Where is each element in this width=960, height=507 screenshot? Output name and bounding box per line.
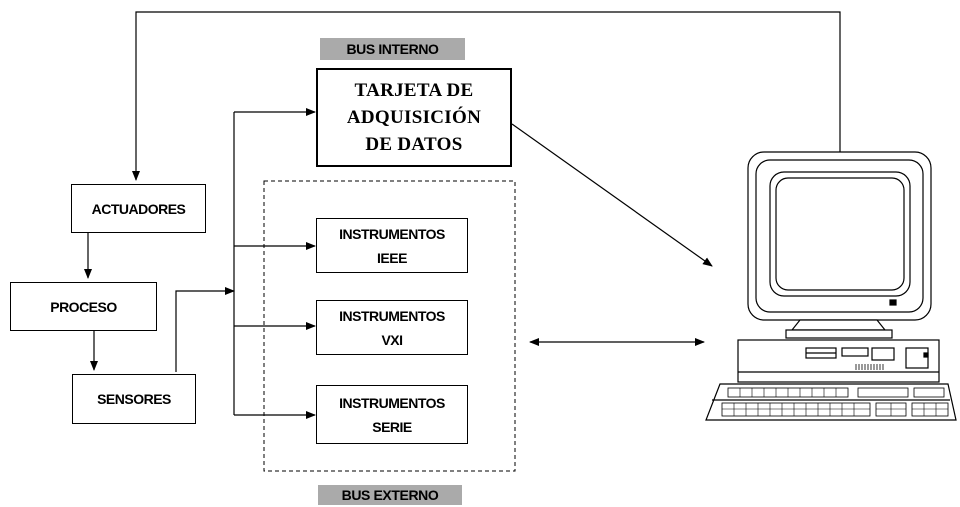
- instrumentos-ieee-line-2: IEEE: [377, 249, 407, 266]
- feedback-line: [132, 11, 841, 181]
- tarjeta-line-1: TARJETA DE: [354, 80, 474, 101]
- instrumentos-vxi-line-1: INSTRUMENTOS: [339, 307, 445, 324]
- instrumentos-vxi-box: INSTRUMENTOS VXI: [316, 300, 468, 355]
- instrumentos-serie-line-1: INSTRUMENTOS: [339, 394, 445, 411]
- bus-externo-label: BUS EXTERNO: [318, 485, 462, 505]
- bus-interno-label: BUS INTERNO: [320, 38, 465, 60]
- proceso-box: PROCESO: [10, 282, 157, 331]
- instrumentos-ieee-box: INSTRUMENTOS IEEE: [316, 218, 468, 273]
- computer-icon: [705, 151, 957, 421]
- instrumentos-serie-box: INSTRUMENTOS SERIE: [316, 385, 468, 444]
- sensores-box: SENSORES: [72, 374, 196, 424]
- tarjeta-adquisicion-box: TARJETA DE ADQUISICIÓN DE DATOS: [316, 68, 512, 167]
- tarjeta-line-3: DE DATOS: [365, 134, 463, 155]
- instrumentos-serie-line-2: SERIE: [372, 418, 412, 435]
- bus-externo-region: [263, 180, 516, 472]
- tarjeta-line-2: ADQUISICIÓN: [346, 107, 482, 128]
- instrumentos-vxi-line-2: VXI: [381, 331, 403, 348]
- tarjeta-to-computer-arrow: [511, 123, 713, 267]
- sensores-to-bus-arrow: [175, 287, 235, 372]
- actuadores-box: ACTUADORES: [71, 184, 206, 233]
- instrumentos-ieee-line-1: INSTRUMENTOS: [339, 225, 445, 242]
